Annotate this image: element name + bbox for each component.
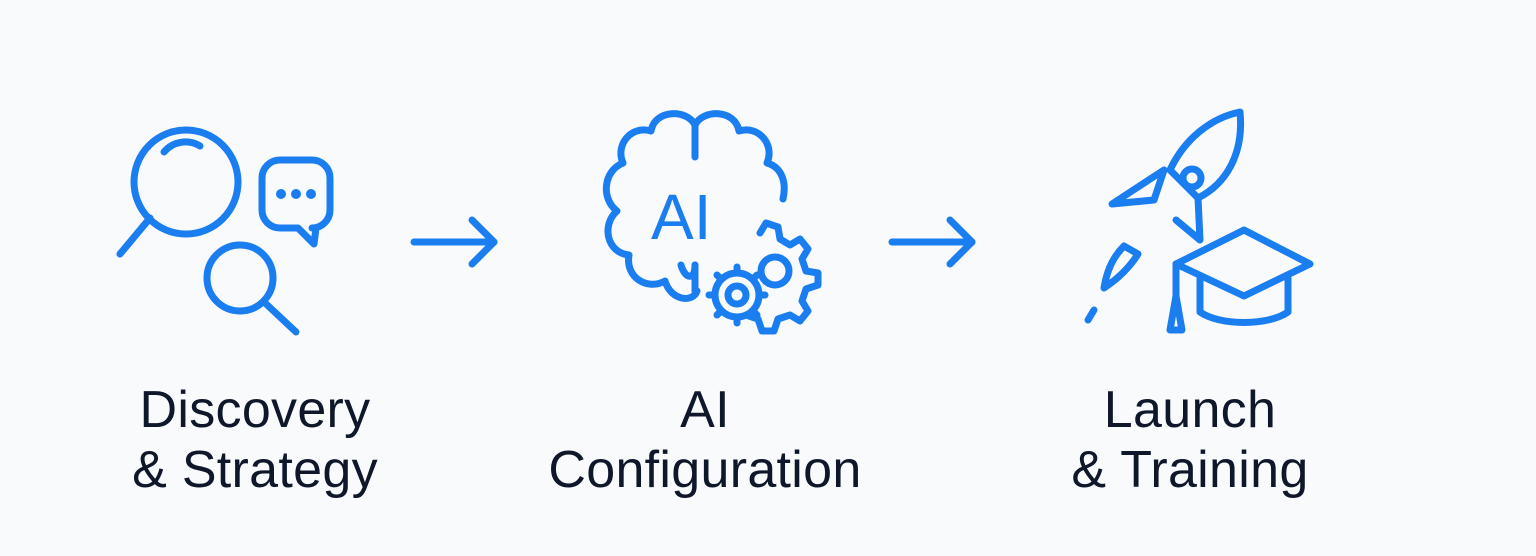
rocket-graduation-cap-icon [1080, 100, 1320, 340]
step-label-line: Configuration [548, 441, 862, 499]
step-label-ai-configuration: AI Configuration [500, 380, 910, 500]
step-label-line: & Strategy [132, 441, 378, 499]
arrow-icon [410, 210, 500, 275]
step-label-launch-training: Launch & Training [1000, 380, 1380, 500]
discovery-search-chat-icon [100, 110, 360, 350]
step-label-line: & Training [1071, 441, 1309, 499]
step-label-line: Launch [1103, 381, 1277, 439]
arrow-icon [888, 210, 978, 275]
step-label-discovery: Discovery & Strategy [60, 380, 450, 500]
ai-brain-gears-icon: AI [595, 105, 835, 335]
step-label-line: Discovery [139, 381, 371, 439]
step-label-line: AI [680, 381, 730, 439]
brain-ai-text: AI [651, 181, 711, 253]
